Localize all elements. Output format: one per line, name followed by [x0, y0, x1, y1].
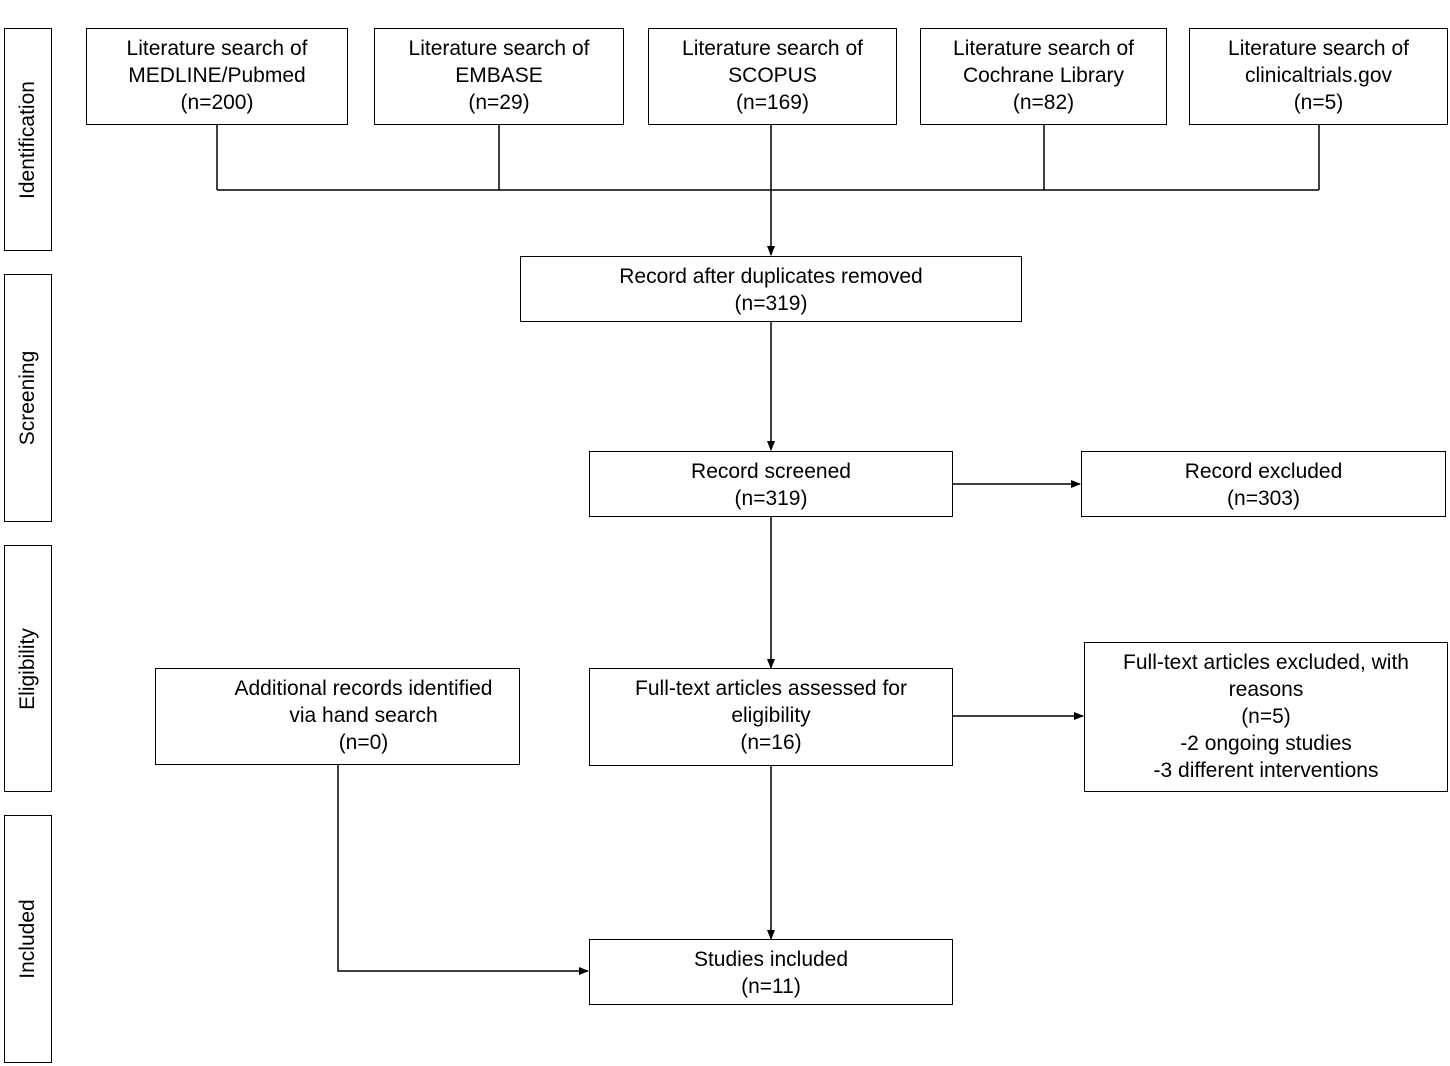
box-line: eligibility — [731, 704, 811, 727]
box-line: Record screened — [691, 460, 851, 483]
box-duplicates-removed: Record after duplicates removed (n=319) — [520, 256, 1022, 322]
box-line: Literature search of — [682, 37, 863, 60]
box-line: (n=16) — [740, 731, 802, 754]
box-line: (n=200) — [180, 91, 254, 114]
box-line: (n=0) — [338, 731, 389, 754]
box-line: (n=319) — [734, 292, 808, 315]
box-line: (n=5) — [1241, 705, 1291, 728]
box-additional-records: Additional records identified via hand s… — [155, 668, 520, 765]
box-source-clinicaltrials: Literature search of clinicaltrials.gov … — [1189, 28, 1448, 125]
box-line: reasons — [1228, 678, 1304, 701]
box-line: SCOPUS — [728, 64, 817, 87]
box-source-medline: Literature search of MEDLINE/Pubmed (n=2… — [86, 28, 348, 125]
box-line: Literature search of — [408, 37, 590, 60]
box-line: via hand search — [289, 704, 438, 727]
box-line: Studies included — [693, 948, 849, 971]
box-line: MEDLINE/Pubmed — [128, 64, 306, 87]
box-line: (n=11) — [741, 975, 801, 998]
box-line: Full-text articles excluded, with — [1123, 651, 1409, 674]
stage-identification: Identification — [4, 28, 52, 251]
box-line: (n=319) — [734, 487, 808, 510]
box-record-excluded: Record excluded (n=303) — [1081, 451, 1446, 517]
box-source-embase: Literature search of EMBASE (n=29) — [374, 28, 624, 125]
box-line: (n=82) — [1012, 91, 1075, 114]
stage-included: Included — [4, 815, 52, 1063]
arrow-additional-to-included — [337, 765, 589, 975]
box-full-text-excluded: Full-text articles excluded, with reason… — [1084, 642, 1448, 792]
box-line: Record after duplicates removed — [619, 265, 923, 288]
box-line: Literature search of — [953, 37, 1134, 60]
box-record-screened: Record screened (n=319) — [589, 451, 953, 517]
box-line: Record excluded — [1184, 460, 1343, 483]
box-line: (n=169) — [736, 91, 809, 114]
box-line: Literature search of — [126, 37, 308, 60]
box-line: -3 different interventions — [1153, 759, 1379, 782]
box-line: -2 ongoing studies — [1180, 732, 1352, 755]
box-line: (n=29) — [468, 91, 530, 114]
box-line: (n=5) — [1293, 91, 1344, 114]
box-line: clinicaltrials.gov — [1244, 64, 1393, 87]
box-line: Cochrane Library — [962, 64, 1125, 87]
stage-screening: Screening — [4, 274, 52, 522]
box-studies-included: Studies included (n=11) — [589, 939, 953, 1005]
box-line: (n=303) — [1227, 487, 1300, 510]
box-full-text-assessed: Full-text articles assessed for eligibil… — [589, 668, 953, 766]
box-line: EMBASE — [455, 64, 543, 87]
box-line: Full-text articles assessed for — [635, 677, 907, 700]
box-line: Literature search of — [1228, 37, 1409, 60]
box-line: Additional records identified — [234, 677, 493, 700]
box-source-cochrane: Literature search of Cochrane Library (n… — [920, 28, 1167, 125]
box-source-scopus: Literature search of SCOPUS (n=169) — [648, 28, 897, 125]
stage-eligibility: Eligibility — [4, 545, 52, 792]
